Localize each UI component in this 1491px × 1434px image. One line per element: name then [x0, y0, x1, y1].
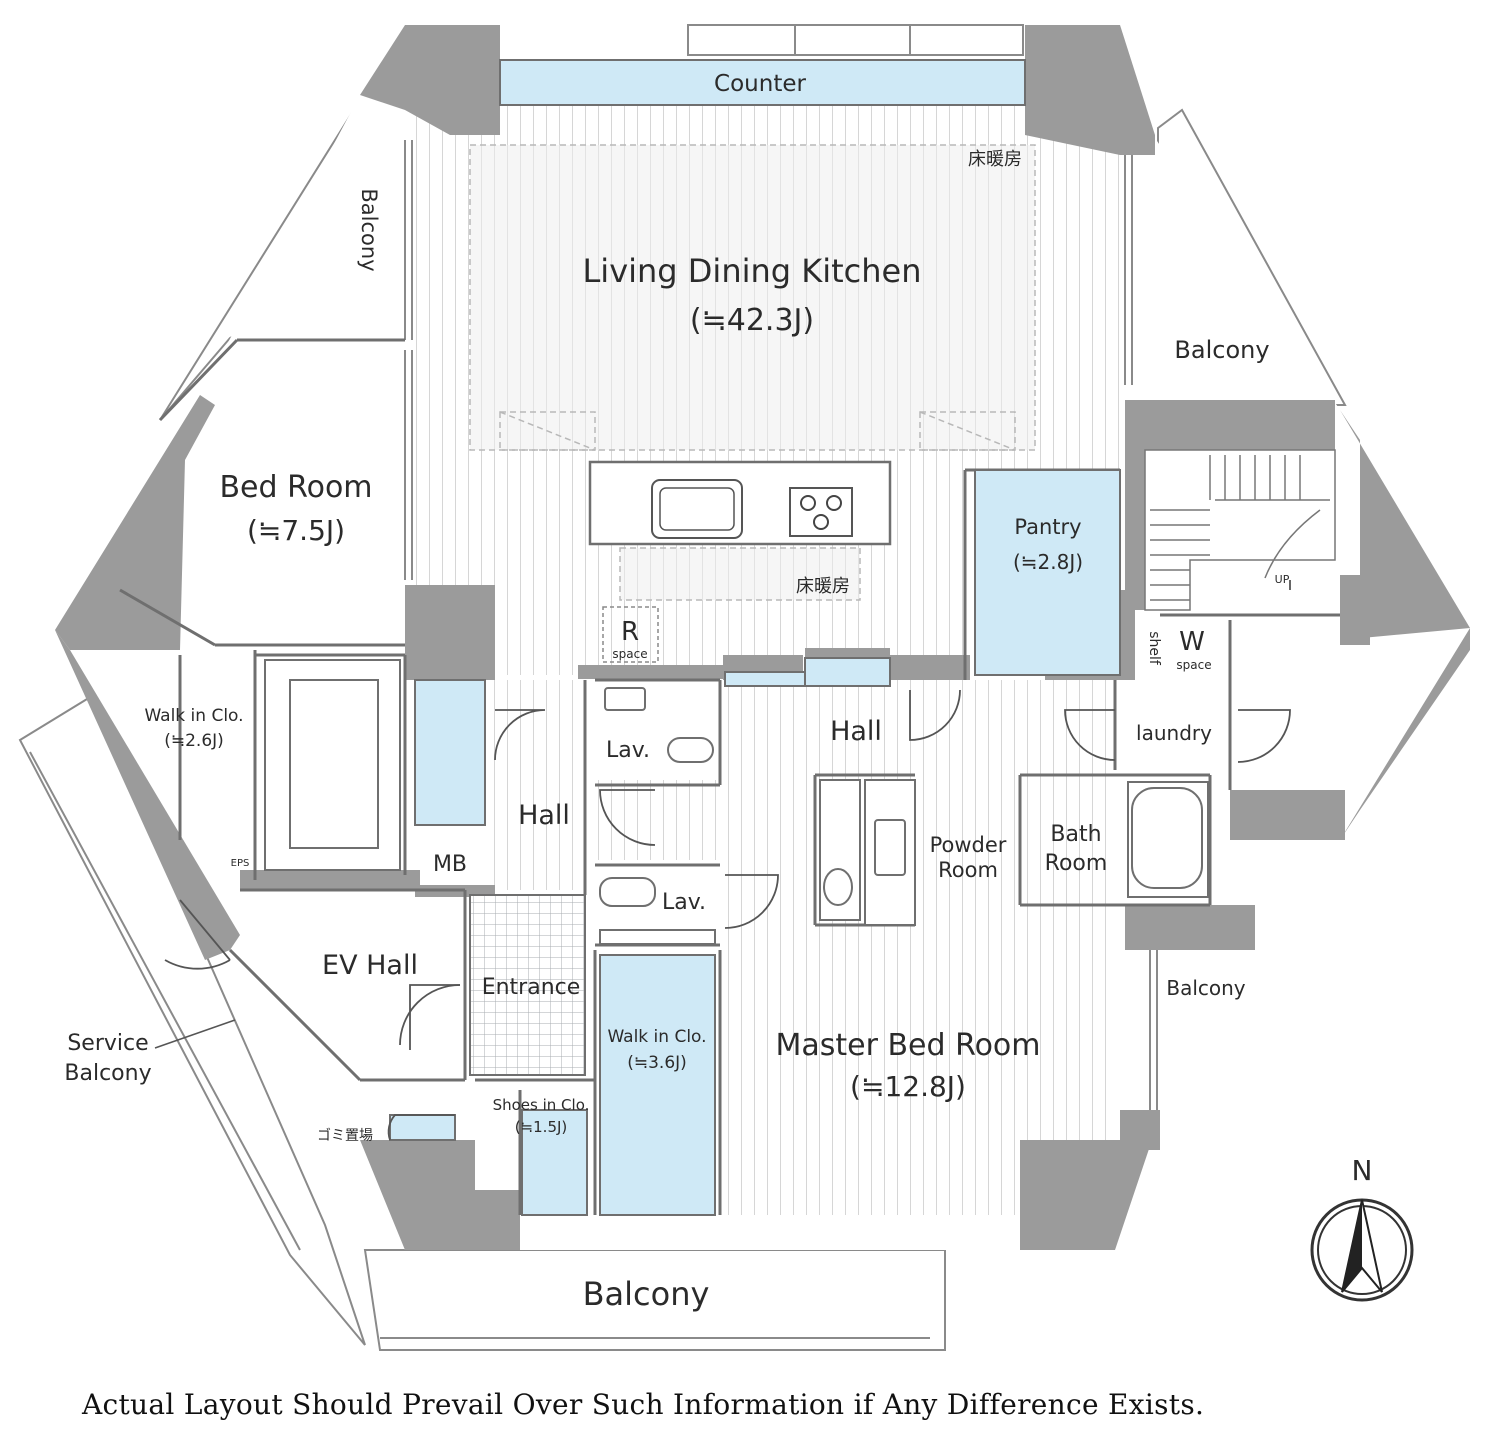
r-space-letter: R [621, 617, 639, 647]
hall-upper-label: Hall [830, 716, 882, 747]
walk-in-closet-center-area: (≒3.6J) [627, 1053, 687, 1073]
floor-heating-zones [469, 144, 1036, 601]
master-bedroom-label: Master Bed Room [775, 1028, 1040, 1063]
entrance-tiles [469, 894, 586, 1076]
garbage-area-label: ゴミ置場 [317, 1127, 373, 1144]
bedroom-label: Bed Room [219, 470, 372, 505]
w-space-word: space [1176, 658, 1211, 672]
eps-label: EPS [231, 858, 250, 869]
pantry-label: Pantry [1014, 515, 1081, 539]
living-area-label: (≒42.3J) [690, 303, 814, 338]
walk-in-closet-west-label: Walk in Clo. [144, 706, 243, 726]
walk-in-closet-center-label: Walk in Clo. [607, 1027, 706, 1047]
r-space-word: space [612, 647, 647, 661]
bath-room-label-1: Bath [1050, 822, 1101, 847]
hall-left-label: Hall [518, 800, 570, 831]
service-balcony-label-1: Service [67, 1031, 148, 1056]
balcony-ne-label: Balcony [1174, 336, 1269, 364]
ev-hall-label: EV Hall [322, 950, 418, 981]
north-compass [1310, 1198, 1414, 1302]
balcony-south-label: Balcony [583, 1275, 710, 1313]
refrigerator-space [602, 606, 659, 663]
powder-room-label-1: Powder [930, 833, 1007, 857]
windows-top [404, 24, 1158, 1110]
staircase [1144, 449, 1336, 611]
service-balcony-leader [154, 1019, 236, 1049]
kitchen-island [588, 460, 892, 546]
shoes-closet-area-label: (≒1.5J) [515, 1118, 568, 1136]
door-swings [164, 580, 1291, 1141]
living-dining-kitchen-label: Living Dining Kitchen [582, 252, 921, 290]
counter-label: Counter [714, 71, 806, 97]
walk-in-closet-west-area: (≒2.6J) [164, 731, 224, 751]
balcony-nw-label: Balcony [357, 188, 381, 271]
pantry-area-label: (≒2.8J) [1013, 550, 1083, 574]
floor-heating-label-mid: 床暖房 [796, 576, 850, 597]
lavatory-bottom-label: Lav. [662, 890, 706, 915]
laundry-label: laundry [1136, 721, 1212, 745]
service-balcony-label-2: Balcony [64, 1061, 151, 1086]
up-label: UP [1275, 573, 1290, 586]
compass-north-label: N [1352, 1154, 1373, 1187]
room-labels: Counter 床暖房 Living Dining Kitchen (≒42.3… [64, 71, 1372, 1313]
meter-box-label: MB [433, 852, 467, 877]
bath-fixtures [264, 659, 1209, 945]
counter-block [499, 59, 1026, 106]
w-space-letter: W [1179, 627, 1205, 657]
lavatory-top-label: Lav. [606, 738, 650, 763]
master-bedroom-area-label: (≒12.8J) [850, 1070, 966, 1103]
balcony-east-label: Balcony [1166, 976, 1245, 1000]
shelf-label: shelf [1146, 631, 1162, 666]
disclaimer-footer: Actual Layout Should Prevail Over Such I… [82, 1388, 1205, 1421]
shoes-closet-label: Shoes in Clo. [493, 1096, 590, 1114]
floor-plan: Counter 床暖房 Living Dining Kitchen (≒42.3… [18, 24, 1470, 1351]
powder-room-label-2: Room [938, 858, 998, 882]
bedroom-area-label: (≒7.5J) [247, 514, 345, 547]
floor-heating-label-top: 床暖房 [968, 149, 1022, 170]
entrance-label: Entrance [482, 975, 581, 1000]
bath-room-label-2: Room [1045, 851, 1108, 876]
storage-blue-areas [389, 59, 1121, 1216]
